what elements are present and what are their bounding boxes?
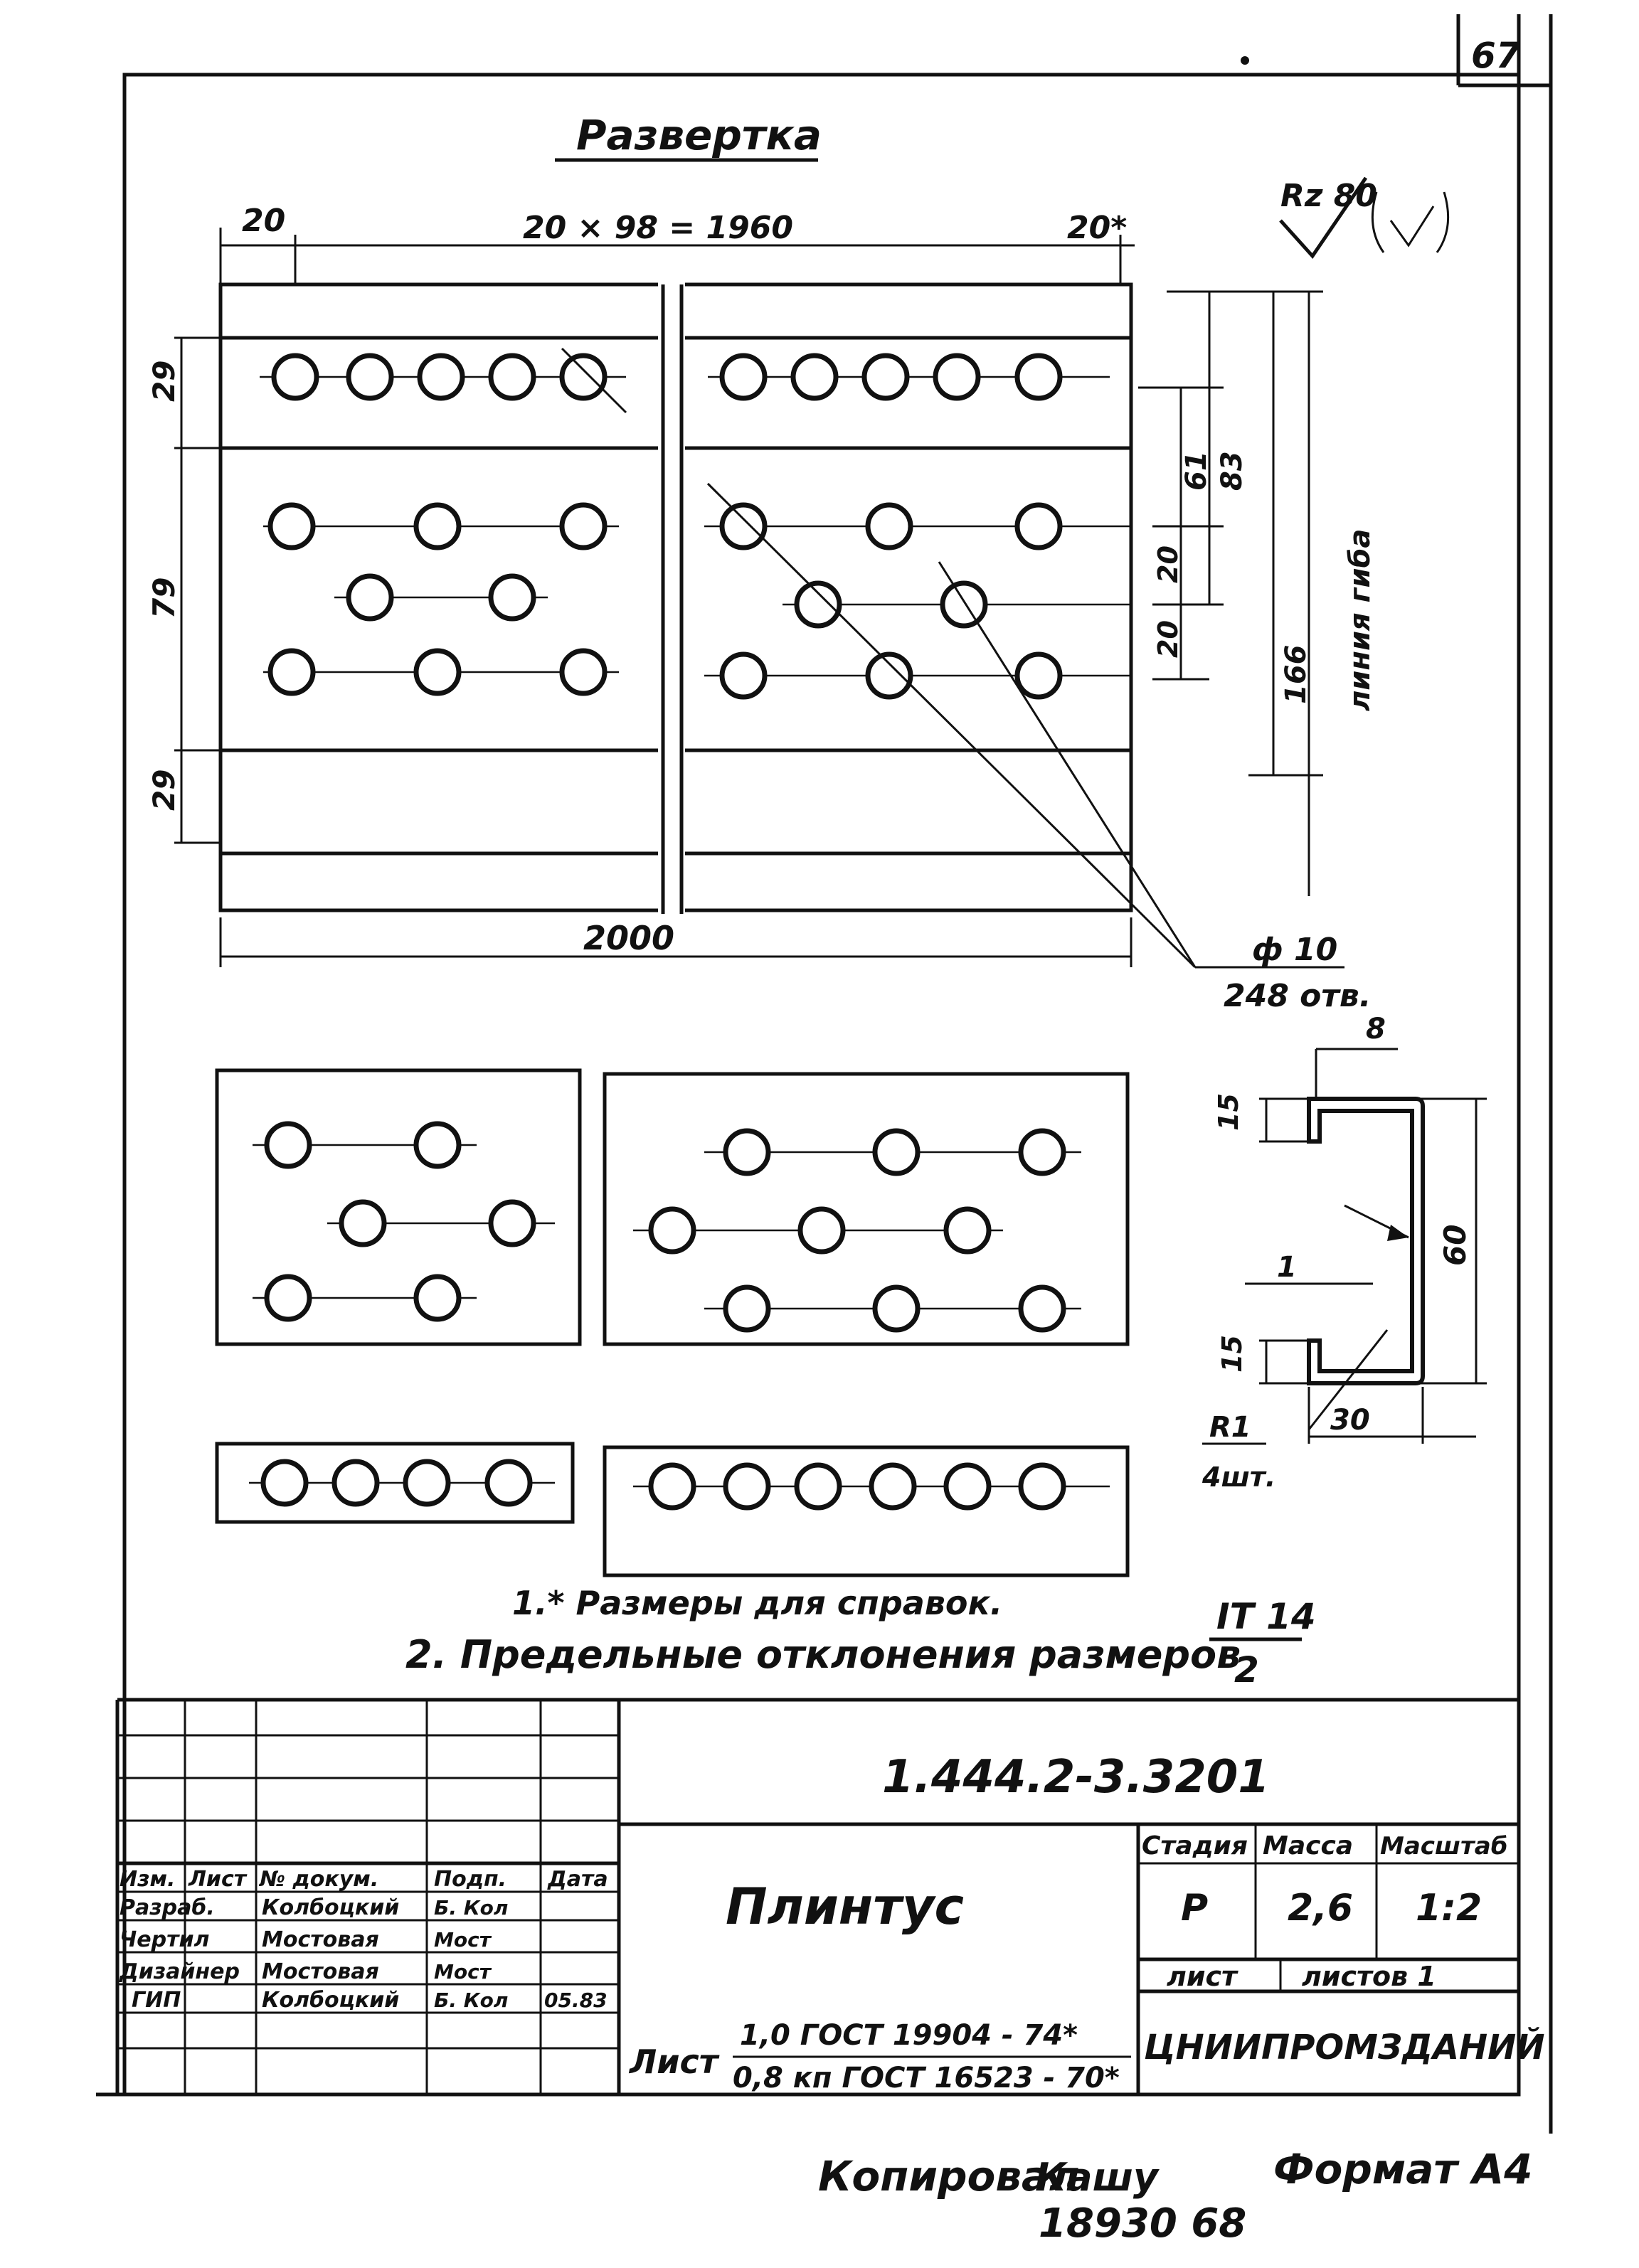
hdr-date: Дата [547,1867,608,1892]
staff-role-4: ГИП [132,1988,181,2013]
staff-date-4: 05.83 [544,1989,608,2012]
archive-code: 18930 68 [1039,2200,1246,2247]
scale-label: Масштаб [1380,1832,1507,1860]
dim-83: 83 [1216,451,1248,491]
hdr-izm: Изм. [120,1867,175,1892]
hdr-list: Лист [188,1867,248,1892]
sheets-count: листов 1 [1302,1961,1436,1992]
hdr-doc: № докум. [258,1867,378,1892]
roughness-symbol [1279,176,1368,260]
material-top: 1,0 ГОСТ 19904 - 74* [740,2019,1078,2052]
hole-leader-c [938,561,1197,968]
staff-sign-3: Мост [434,1960,492,1984]
note-2: 2. Предельные отклонения размеров [405,1632,1241,1677]
dim-166: 166 [1280,645,1312,705]
staff-role-2: Чертил [120,1927,209,1952]
dim-20-upper: 20 [1152,545,1184,583]
profile-radius-count: 4шт. [1202,1462,1275,1493]
stage-label: Стадия [1142,1831,1248,1860]
mass-value: 2,6 [1288,1887,1353,1929]
dim-left-margin: 20 [242,203,285,239]
staff-role-3: Дизайнер [119,1959,240,1984]
sheet-number: 67 [1471,35,1521,76]
copied-label: Копировал [818,2152,1080,2200]
speck [1241,56,1249,65]
material-bottom: 0,8 кп ГОСТ 16523 - 70* [733,2062,1120,2094]
dim-pitch: 20 × 98 = 1960 [523,210,793,246]
flat-pattern-holes [260,353,1131,700]
note-1: 1.* Размеры для справок. [512,1584,1002,1622]
roughness-paren-close [1436,191,1450,253]
material-prefix: Лист [628,2043,720,2081]
staff-name-4: Колбоцкий [262,1988,399,2013]
staff-sign-1: Б. Кол [434,1896,508,1920]
profile-radius: R1 [1209,1411,1251,1444]
organization: ЦНИИПРОМЗДАНИЙ [1144,2027,1544,2067]
dim-total-length: 2000 [583,919,674,957]
piece-b [603,1072,1130,1346]
staff-name-2: Мостовая [262,1927,379,1952]
section-title: Развертка [576,111,822,159]
profile-width: 30 [1330,1404,1370,1437]
dim-bottom-strip: 29 [147,770,181,811]
tolerance-den: 2 [1234,1649,1259,1691]
title-block [115,1698,1519,2094]
bend-line-label: линия гиба [1344,529,1377,711]
stage-value: Р [1181,1887,1208,1929]
dim-20-lower: 20 [1152,620,1184,658]
dim-top-strip: 29 [147,361,181,402]
hole-count: 248 отв. [1224,978,1371,1014]
dim-middle-band: 79 [147,577,181,619]
profile-flange-bottom: 15 [1216,1335,1248,1373]
staff-name-1: Колбоцкий [262,1895,399,1920]
piece-c [215,1442,575,1524]
tolerance-num: IT 14 [1216,1596,1316,1637]
copied-signature: Кашу [1035,2155,1160,2200]
profile-section [1245,1048,1487,1444]
profile-height: 60 [1438,1225,1473,1266]
staff-role-1: Разраб. [120,1895,215,1920]
profile-thickness-label: 1 [1277,1251,1297,1284]
dim-61: 61 [1180,451,1213,491]
part-name: Плинтус [726,1878,964,1936]
sheet-label: лист [1167,1961,1238,1992]
designation: 1.444.2-3.3201 [882,1751,1270,1804]
sheet-frame [96,14,1553,2134]
staff-name-3: Мостовая [262,1959,379,1984]
scale-value: 1:2 [1416,1887,1482,1929]
dim-right-margin: 20* [1067,210,1127,246]
hole-leader-a [561,347,627,414]
flat-pattern [218,281,1133,917]
roughness-paren-open [1371,191,1385,253]
staff-sign-4: Б. Кол [434,1989,508,2012]
hole-leader-b [706,482,1197,969]
hdr-sign: Подп. [434,1867,506,1892]
format-label: Формат А4 [1273,2145,1532,2193]
profile-label-8: 8 [1366,1013,1386,1045]
staff-sign-2: Мост [434,1928,492,1952]
mass-label: Масса [1263,1831,1353,1860]
profile-flange-top: 15 [1213,1093,1244,1131]
roughness-check [1389,206,1435,247]
hole-diameter: ф 10 [1252,932,1337,968]
piece-a [215,1068,582,1346]
piece-d [603,1445,1130,1577]
